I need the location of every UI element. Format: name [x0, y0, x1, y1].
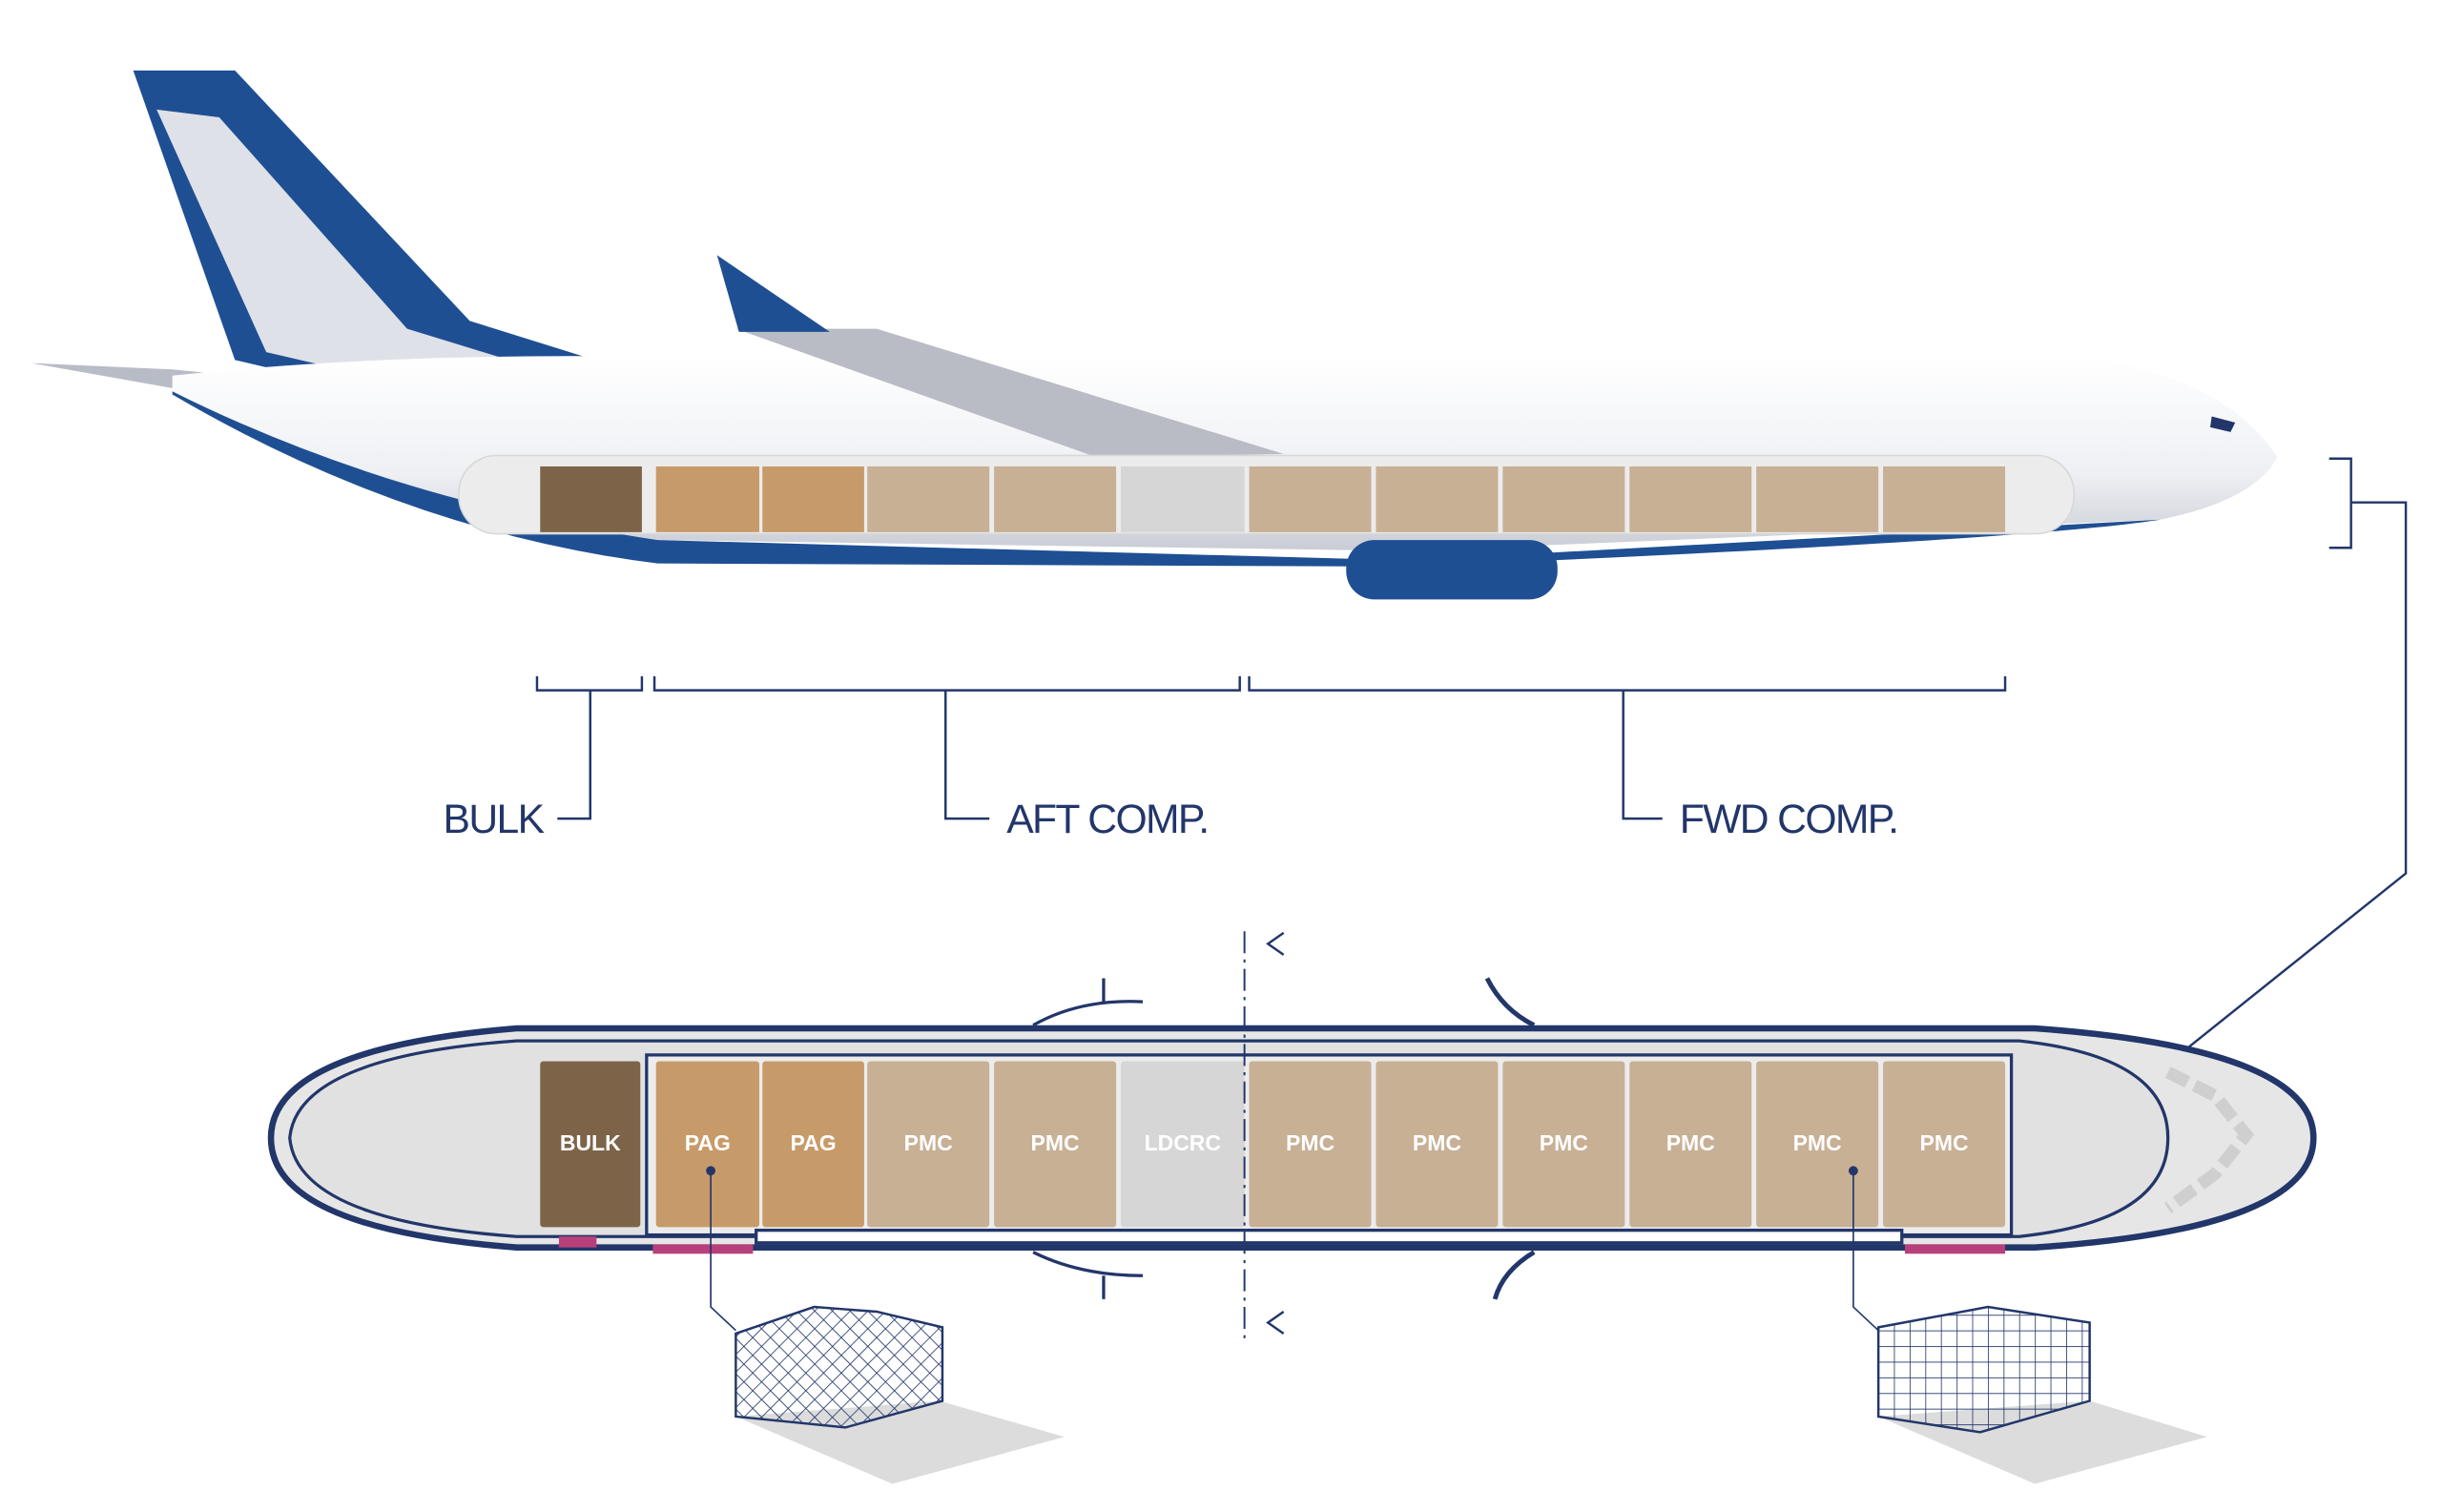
pag-pointer-line [710, 1170, 736, 1332]
fwd-door [1905, 1244, 2006, 1254]
nose-bracket [2092, 457, 2408, 1126]
wing [735, 328, 1284, 458]
slot-pmc[interactable] [1629, 1061, 1752, 1228]
slot-label: PAG [791, 1130, 837, 1155]
aft-comp-label: AFT COMP. [1006, 797, 1208, 842]
top-slot-pag [655, 466, 759, 532]
slot-label: LDCRC [1145, 1130, 1221, 1155]
fwd-comp-label: FWD COMP. [1680, 797, 1898, 842]
pag-pallet-illustration [735, 1305, 1065, 1484]
slot-label: PMC [1286, 1130, 1335, 1155]
bulk-label: BULK [444, 797, 545, 842]
cockpit-window [2209, 416, 2236, 432]
slot-ldcrc[interactable] [1120, 1061, 1245, 1228]
slot-pmc[interactable] [994, 1061, 1117, 1228]
aft-door [652, 1244, 754, 1254]
top-slot-pmc [1249, 466, 1372, 532]
slot-label: BULK [560, 1130, 621, 1155]
top-slot-pmc [994, 466, 1117, 532]
top-slot-pmc [1756, 466, 1879, 532]
slot-pmc[interactable] [1883, 1061, 2006, 1228]
top-slot-pmc [1883, 466, 2006, 532]
wing-root-arc [1032, 1251, 1143, 1299]
slot-pag[interactable] [762, 1061, 864, 1228]
fwd-bracket [1248, 675, 2007, 820]
engine [1346, 540, 1558, 600]
aft-bracket [652, 675, 1241, 820]
slot-label: PAG [685, 1130, 731, 1155]
slot-pmc[interactable] [867, 1061, 990, 1228]
pag-netted-load [735, 1305, 944, 1429]
slot-pmc[interactable] [1376, 1061, 1499, 1228]
wing-root-arc [1032, 978, 1144, 1027]
compartment-brackets [535, 457, 2408, 1126]
slot-label: PMC [1793, 1130, 1842, 1155]
nose-windows [2163, 1067, 2255, 1213]
slot-pag[interactable] [655, 1061, 759, 1228]
top-slots [540, 466, 2006, 532]
tail-stripe [156, 109, 611, 410]
section-arrow-icon [1266, 931, 1285, 956]
slot-label: PMC [1540, 1130, 1588, 1155]
section-arrow-icon [1266, 1310, 1285, 1335]
top-slot-pmc [867, 466, 990, 532]
bulk-door [558, 1236, 597, 1248]
winglet [716, 255, 830, 332]
top-slot-pmc [1502, 466, 1625, 532]
pmc-grid-load [1876, 1305, 2091, 1434]
slot-bulk[interactable] [540, 1061, 641, 1228]
slot-label: PMC [1666, 1130, 1715, 1155]
slot-pmc[interactable] [1756, 1061, 1879, 1228]
pmc-pallet-illustration [1876, 1305, 2207, 1484]
top-slot-pmc [1629, 466, 1752, 532]
slot-pmc[interactable] [1249, 1061, 1372, 1228]
slot-pmc[interactable] [1502, 1061, 1625, 1228]
aircraft-side-view [31, 70, 2278, 600]
pmc-pointer-line [1852, 1170, 1879, 1332]
top-slot-bulk [540, 466, 642, 532]
slot-label: PMC [1413, 1130, 1461, 1155]
slot-label: PMC [1920, 1130, 1969, 1155]
slot-label: PMC [1031, 1130, 1080, 1155]
bulk-bracket [535, 675, 644, 820]
top-slot-pag [762, 466, 864, 532]
top-slot-pmc [1376, 466, 1499, 532]
hold-rail [755, 1229, 1904, 1245]
slot-label: PMC [904, 1130, 953, 1155]
engine-pylon [1492, 1250, 1536, 1300]
plan-slots: BULK PAG PAG PMC PMC LDCRC PMC PMC PMC PMC PMC PMC [540, 1061, 2006, 1228]
engine-pylon [1484, 977, 1536, 1027]
top-slot-ldcrc [1120, 466, 1245, 532]
hold-plan-view: BULK PAG PAG PMC PMC LDCRC PMC PMC PMC PMC PMC PMC [267, 931, 2317, 1338]
